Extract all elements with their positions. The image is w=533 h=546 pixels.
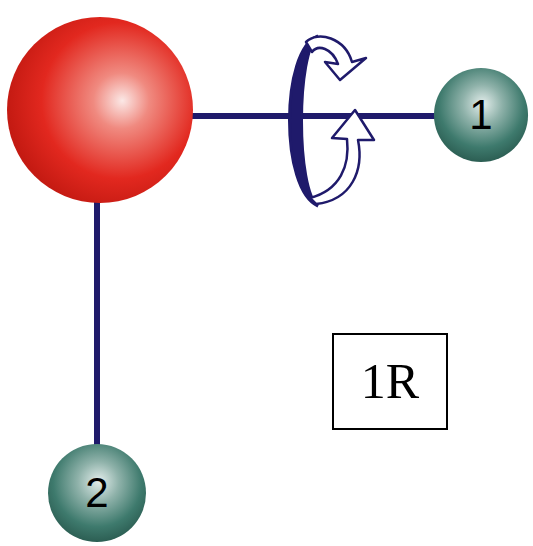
rotation-arrow xyxy=(290,36,375,206)
label-box: 1R xyxy=(332,333,448,430)
box-label: 1R xyxy=(361,356,419,406)
bond-line xyxy=(94,180,100,452)
rotation-band xyxy=(290,36,319,206)
atom-number: 2 xyxy=(85,472,108,514)
rotation-arrowhead-upper xyxy=(306,36,366,80)
atom-circle xyxy=(434,68,528,162)
rotation-arrowhead-lower xyxy=(310,110,374,204)
atom-circle xyxy=(48,444,146,542)
central-atom xyxy=(7,17,193,203)
atom-number: 1 xyxy=(469,94,492,136)
bond-line xyxy=(185,113,440,119)
atom-sphere: 1 xyxy=(433,67,529,163)
atom-sphere: 2 xyxy=(47,443,147,543)
